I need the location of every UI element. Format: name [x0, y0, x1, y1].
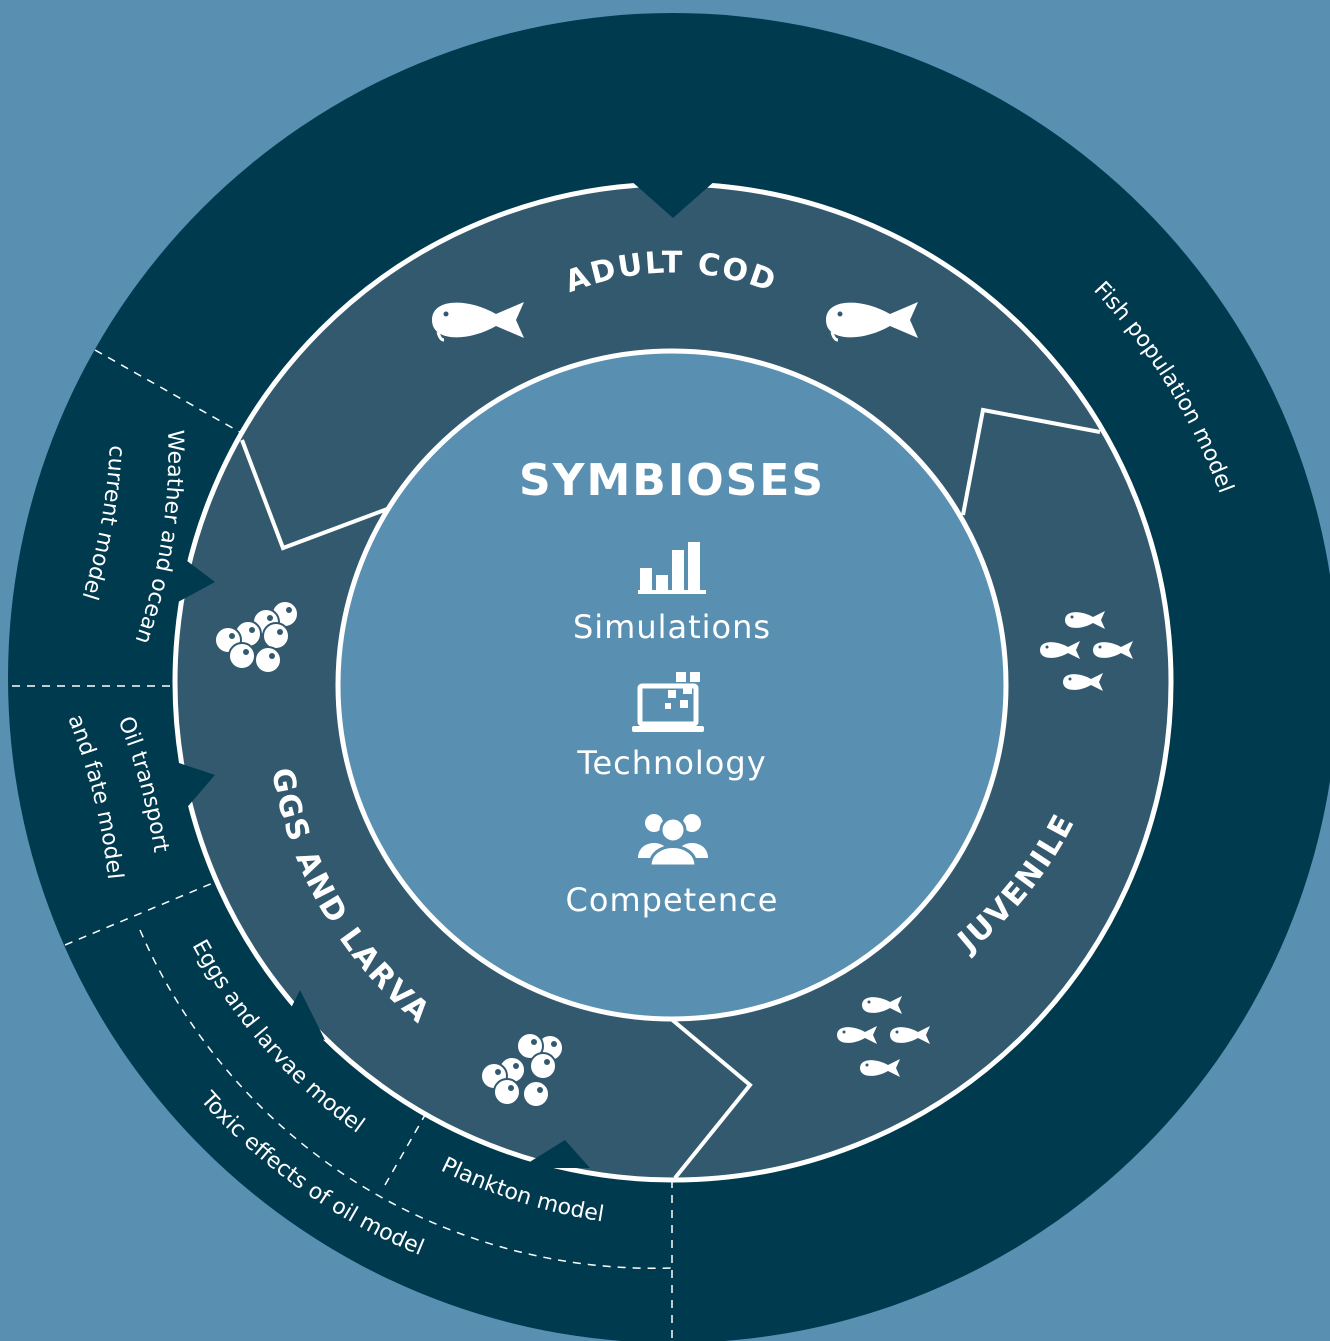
laptop-icon [632, 672, 704, 732]
simulations-label: Simulations [573, 608, 771, 646]
competence-label: Competence [566, 881, 779, 919]
outer-ring-dividers [12, 349, 673, 1341]
bar-chart-icon [638, 542, 706, 594]
life-cycle-arrows [240, 407, 1101, 1180]
technology-label: Technology [576, 744, 766, 782]
arrow-notches [170, 180, 716, 1168]
people-icon [638, 814, 708, 868]
center-title: SYMBIOSES [519, 455, 825, 506]
